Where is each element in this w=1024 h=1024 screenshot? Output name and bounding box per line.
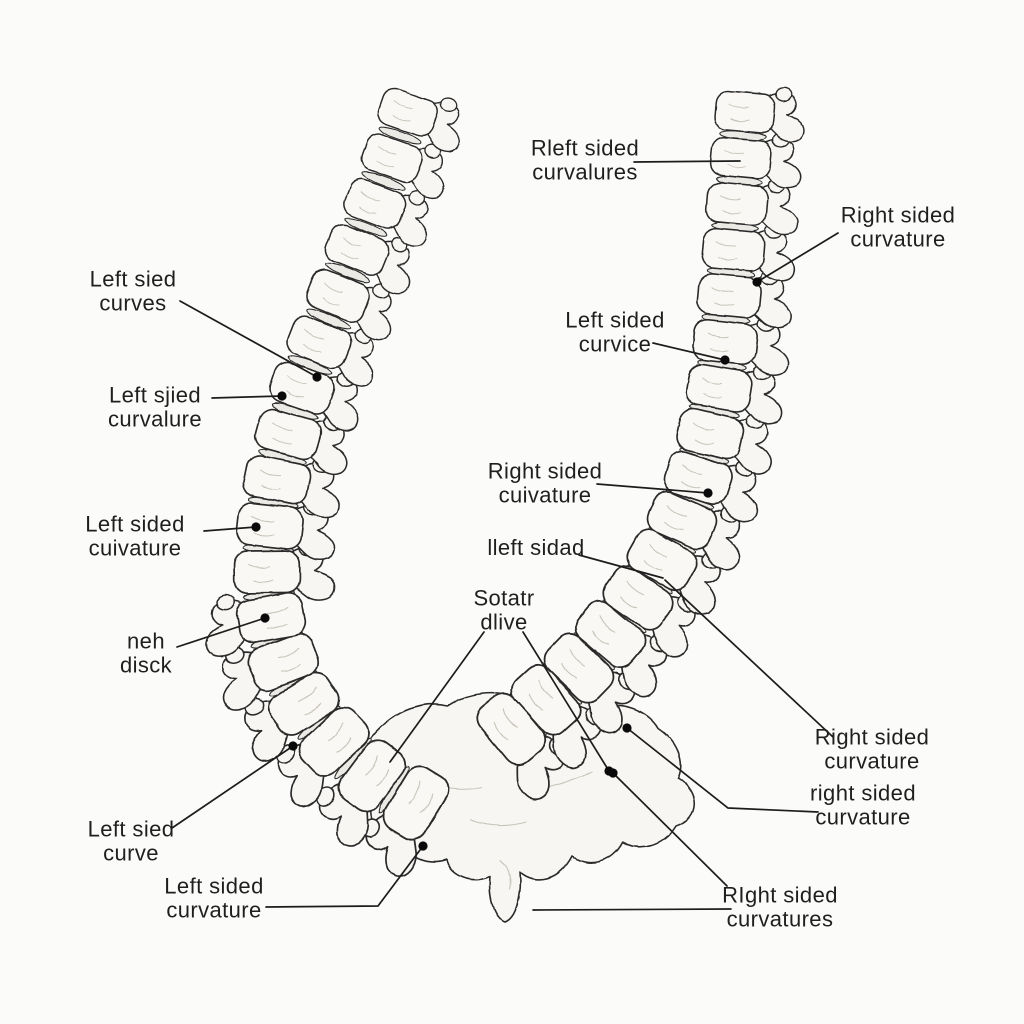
label-left-sjied-curvalure: Left sjied curvalure (107, 382, 203, 431)
label-right-sided-curvature-low: right sided curvature (810, 780, 916, 829)
label-left-sided-cuivature: Left sided cuivature (85, 511, 185, 560)
label-rleft-sided-curvalures: Rleft sided curvalures (530, 135, 640, 184)
label-neh-disck: neh disck (119, 628, 173, 677)
leader-lines (171, 160, 839, 911)
label-right-sided-cuivature: Right sided cuivature (487, 458, 603, 507)
label-left-sided-curvature: Left sided curvature (164, 873, 264, 922)
label-sotatr-dlive: Sotatr dlive (473, 585, 535, 634)
label-right-sided-curvature-mid: Right sided curvature (814, 724, 930, 773)
label-left-sied-curve: Left sied curve (87, 816, 175, 865)
bone-drawing (205, 87, 805, 923)
label-lleft-sidad: lleft sidad (487, 535, 585, 561)
label-right-sided-curvature-top: Right sided curvature (840, 202, 956, 251)
label-right-sided-curvatures-bottom: RIght sided curvatures (722, 882, 838, 931)
label-left-sided-curvice: Left sided curvice (565, 307, 665, 356)
label-left-sied-curves: Left sied curves (89, 266, 177, 315)
